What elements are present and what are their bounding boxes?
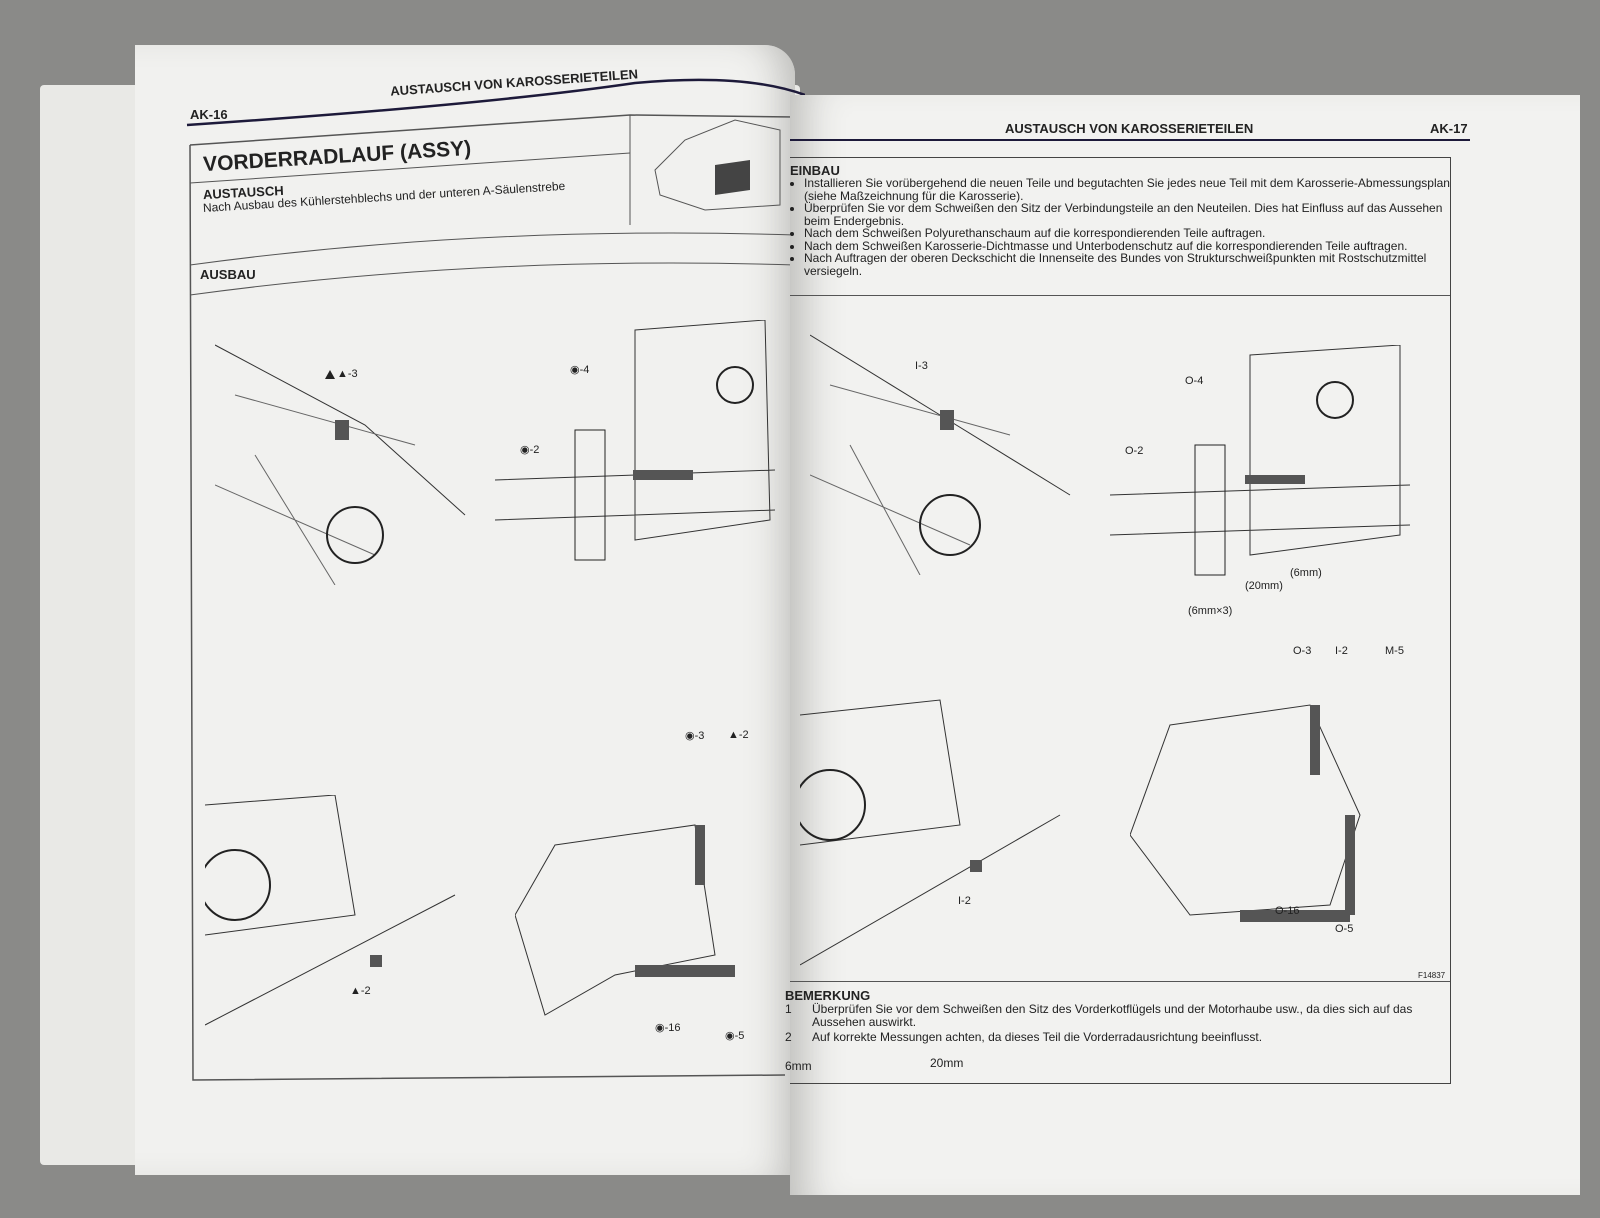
diagram-einbau-rh-upper xyxy=(800,699,1061,966)
callout: ◉-4 xyxy=(570,364,590,376)
callout: O-4 xyxy=(1185,375,1204,387)
bemerkung-heading: BEMERKUNG xyxy=(785,988,871,1003)
content-frame xyxy=(189,114,796,1081)
warning-triangle-icon xyxy=(325,369,335,379)
legend-6mm: 6mm xyxy=(785,1059,812,1073)
callout: I-2 xyxy=(1335,645,1348,657)
callout: O-16 xyxy=(1275,905,1300,917)
list-item: Installieren Sie vorübergehend die neuen… xyxy=(804,177,1454,202)
list-item: Nach Auftragen der oberen Deckschicht di… xyxy=(804,252,1454,277)
callout: O-5 xyxy=(1335,923,1354,935)
page-number: AK-16 xyxy=(190,107,228,122)
header-rule xyxy=(186,78,805,127)
callout: ◉-5 xyxy=(725,1030,745,1042)
diagram-ausbau-lh-detail xyxy=(495,320,775,561)
callout: ◉-16 xyxy=(655,1022,681,1034)
callout: O-3 xyxy=(1293,645,1312,657)
diagram-ausbau-rh-upper xyxy=(205,795,456,1026)
left-page: AK-16 AUSTAUSCH VON KAROSSERIETEILEN VOR… xyxy=(135,45,805,1175)
callout: I-3 xyxy=(915,360,928,372)
vehicle-body-thumbnail xyxy=(654,119,781,211)
callout: ◉-2 xyxy=(520,444,540,456)
einbau-list: Installieren Sie vorübergehend die neuen… xyxy=(790,177,1454,277)
callout: (20mm) xyxy=(1245,580,1283,592)
diagram-einbau-lh-upper xyxy=(810,334,1071,575)
callout: O-2 xyxy=(1125,445,1144,457)
list-item: Überprüfen Sie vor dem Schweißen den Sit… xyxy=(804,202,1454,227)
page-number: AK-17 xyxy=(1430,121,1468,136)
callout: ▲-2 xyxy=(350,985,371,997)
callout: (6mm×3) xyxy=(1188,605,1233,617)
right-page: AUSTAUSCH VON KAROSSERIETEILEN AK-17 EIN… xyxy=(785,95,1580,1195)
diagram-ausbau-rh-detail xyxy=(515,824,735,1016)
ausbau-heading: AUSBAU xyxy=(200,267,256,282)
figure-id: F14837 xyxy=(1418,971,1446,980)
callout: I-2 xyxy=(958,895,971,907)
list-item: Nach dem Schweißen Polyurethanschaum auf… xyxy=(804,227,1454,240)
diagram-ausbau-lh-upper xyxy=(215,344,466,585)
callout: ▲-2 xyxy=(728,729,749,741)
running-header: AUSTAUSCH VON KAROSSERIETEILEN xyxy=(1005,121,1254,136)
diagram-einbau-lh-detail xyxy=(1110,345,1410,576)
legend-20mm: 20mm xyxy=(930,1056,964,1070)
callout: (6mm) xyxy=(1290,567,1322,579)
einbau-heading: EINBAU xyxy=(790,163,840,178)
callout: ▲-3 xyxy=(325,368,358,380)
list-item: Nach dem Schweißen Karosserie-Dichtmasse… xyxy=(804,239,1454,253)
callout: ◉-3 xyxy=(685,730,705,742)
diagram-einbau-rh-detail xyxy=(1130,704,1361,922)
callout: M-5 xyxy=(1385,645,1404,657)
